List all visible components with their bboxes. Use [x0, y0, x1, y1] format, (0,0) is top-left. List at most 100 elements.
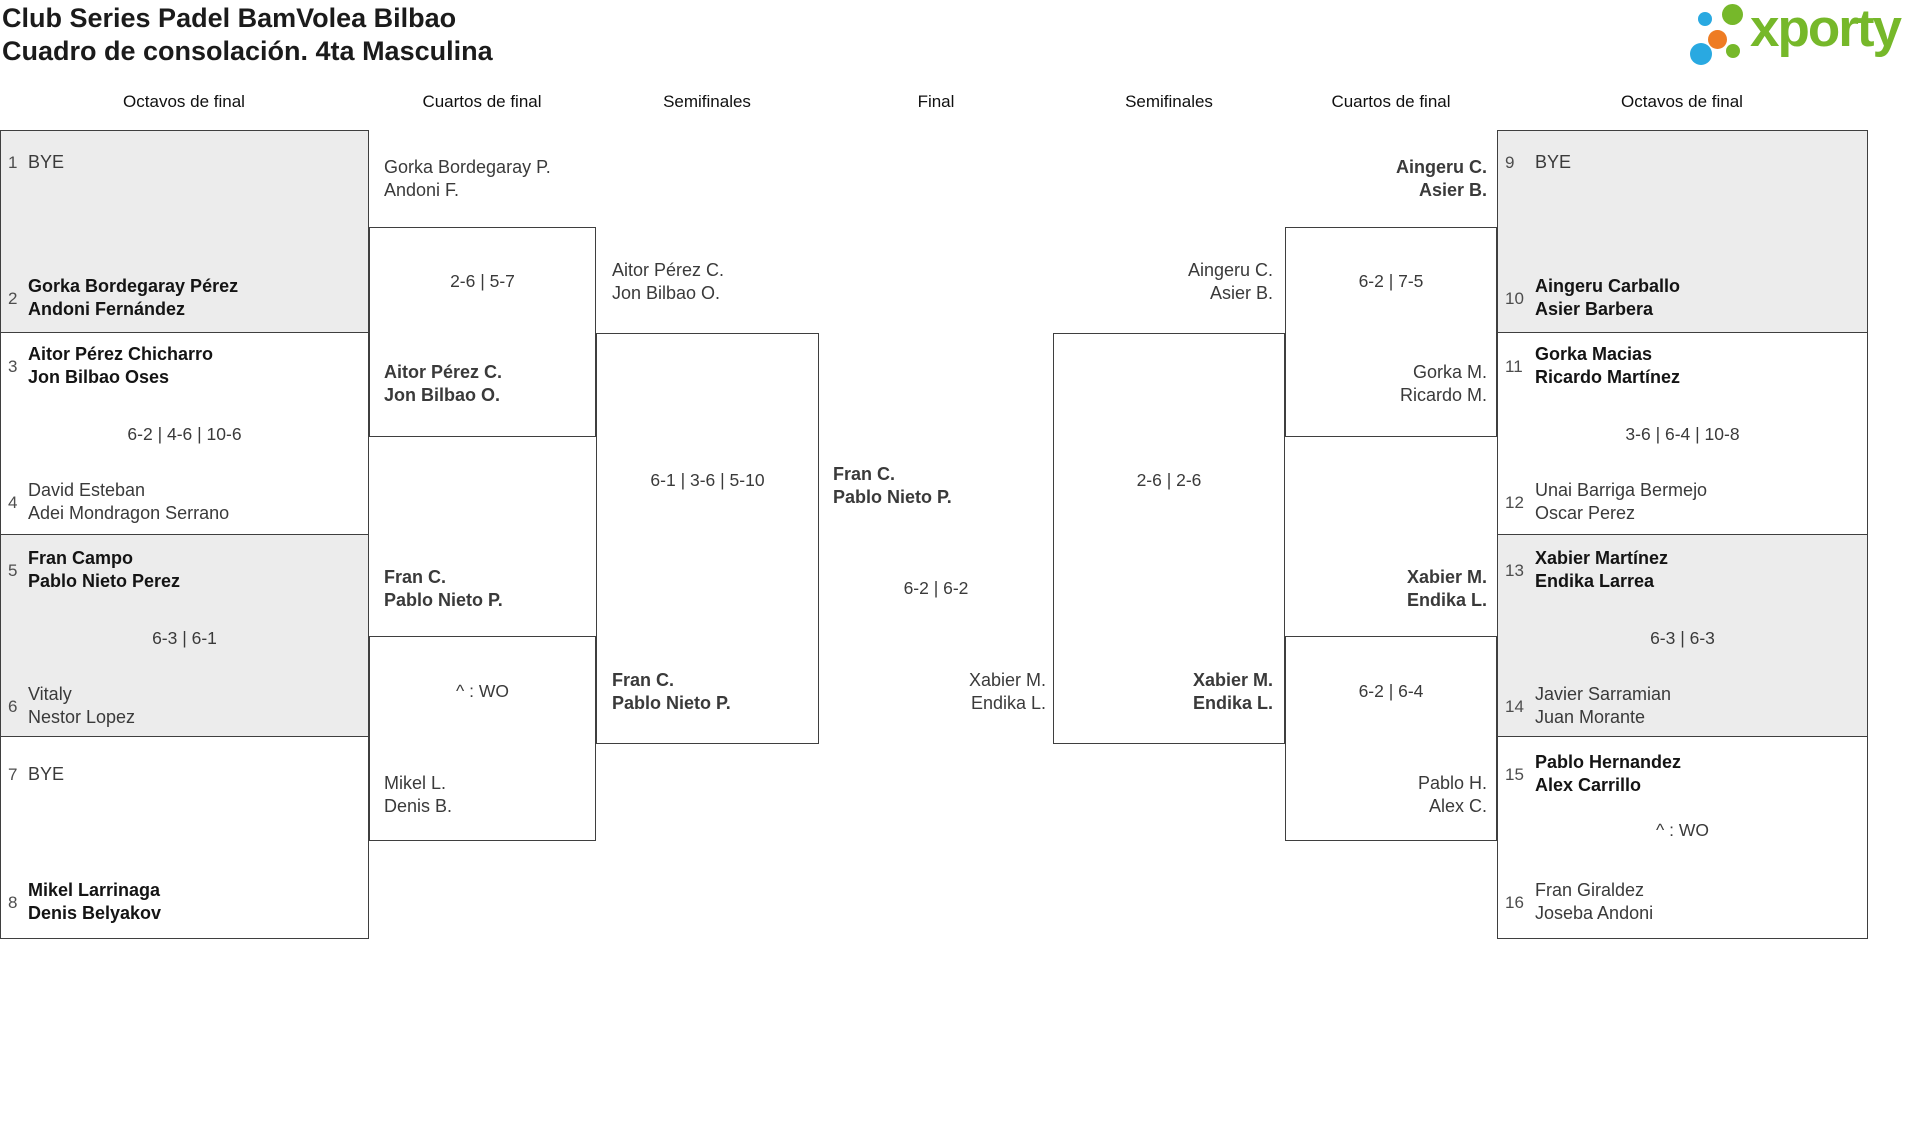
seed-number: 9: [1505, 153, 1515, 172]
round-header-cuartos-right: Cuartos de final: [1331, 92, 1451, 111]
match-score-octavos-left-2: 6-2 | 4-6 | 10-6: [127, 424, 242, 444]
player-name: Aingeru C.: [1395, 157, 1487, 177]
logo-dot-blue-small-icon: [1698, 12, 1712, 26]
player-name: Nestor Lopez: [28, 707, 136, 727]
player-name: Pablo H.: [1417, 773, 1487, 793]
seed-number: 4: [8, 492, 18, 512]
xporty-logo[interactable]: xporty: [1686, 0, 1918, 72]
player-name: Xabier M.: [968, 670, 1046, 690]
team-names: BYE: [1535, 151, 1571, 174]
cuartos-right-top-team2: Gorka M. Ricardo M.: [1237, 361, 1487, 407]
player-name: Aingeru Carballo: [1535, 276, 1681, 296]
player-name: Alex C.: [1428, 796, 1487, 816]
player-name: Ricardo M.: [1399, 385, 1487, 405]
player-name: Aitor Pérez C.: [384, 362, 503, 382]
cuartos-right-bottom-team2: Pablo H. Alex C.: [1237, 772, 1487, 818]
match-score-octavos-left-3: 6-3 | 6-1: [152, 628, 217, 648]
round-header-octavos-left: Octavos de final: [123, 92, 245, 111]
seed-number: 5: [8, 560, 18, 580]
semifinal-right-team1: Aingeru C. Asier B.: [1023, 259, 1273, 305]
player-name: Vitaly: [28, 684, 72, 704]
player-name: Denis B.: [384, 796, 453, 816]
player-name: Alex Carrillo: [1535, 775, 1642, 795]
logo-dot-green-small-icon: [1726, 44, 1740, 58]
match-box-semifinal-left: [596, 333, 819, 744]
match-score-semifinal-right: 2-6 | 2-6: [1136, 470, 1202, 490]
player-name: BYE: [28, 764, 65, 784]
player-name: Andoni F.: [384, 180, 460, 200]
seed-number: 15: [1505, 764, 1524, 784]
final-winner: Fran C. Pablo Nieto P.: [833, 463, 952, 509]
player-name: Pablo Hernandez: [1535, 752, 1682, 772]
player-name: Javier Sarramian: [1535, 684, 1672, 704]
player-name: Endika L.: [1406, 590, 1487, 610]
seed-row-7: 7 BYE: [8, 763, 64, 786]
cuartos-right-bottom-team1: Xabier M. Endika L.: [1237, 566, 1487, 612]
match-score-octavos-right-3: 6-3 | 6-3: [1650, 628, 1715, 648]
player-name: Mikel Larrinaga: [28, 880, 161, 900]
cuartos-left-top-team1: Gorka Bordegaray P. Andoni F.: [384, 156, 551, 202]
semifinal-left-winner: Fran C. Pablo Nieto P.: [612, 669, 731, 715]
seed-number: 8: [8, 892, 18, 912]
match-box-cuartos-right-bottom: [1285, 636, 1497, 841]
semifinal-left-team1: Aitor Pérez C. Jon Bilbao O.: [612, 259, 724, 305]
player-name: BYE: [28, 152, 65, 172]
player-name: Oscar Perez: [1535, 503, 1636, 523]
round-header-semis-left: Semifinales: [663, 92, 751, 111]
match-score-octavos-right-2: 3-6 | 6-4 | 10-8: [1625, 424, 1740, 444]
round-header-octavos-right: Octavos de final: [1621, 92, 1743, 111]
seed-number: 12: [1505, 492, 1524, 512]
seed-number: 2: [8, 288, 18, 308]
match-box-cuartos-left-top: [369, 227, 596, 437]
logo-dot-green-large-icon: [1722, 4, 1743, 25]
match-score-cuartos-left-top: 2-6 | 5-7: [450, 271, 515, 291]
round-header-semis-right: Semifinales: [1125, 92, 1213, 111]
match-score-octavos-right-4: ^ : WO: [1656, 820, 1709, 840]
player-name: Ricardo Martínez: [1535, 367, 1681, 387]
match-score-cuartos-left-bottom: ^ : WO: [456, 681, 509, 701]
seed-number: 7: [8, 765, 18, 784]
player-name: Jon Bilbao O.: [612, 283, 721, 303]
player-name: Mikel L.: [384, 773, 447, 793]
match-box-semifinal-right: [1053, 333, 1285, 744]
final-runner-up: Xabier M. Endika L.: [796, 669, 1046, 715]
seed-number: 3: [8, 356, 18, 376]
player-name: Unai Barriga Bermejo: [1535, 480, 1708, 500]
player-name: Fran C.: [612, 670, 675, 690]
player-name: Aitor Pérez Chicharro: [28, 344, 214, 364]
player-name: Xabier M.: [1192, 670, 1273, 690]
player-name: Gorka Macias: [1535, 344, 1653, 364]
seed-row-1: 1 BYE: [8, 151, 64, 174]
player-name: Endika Larrea: [1535, 571, 1655, 591]
player-name: Asier B.: [1418, 180, 1487, 200]
player-name: Fran Campo: [28, 548, 134, 568]
cuartos-right-top-team1: Aingeru C. Asier B.: [1237, 156, 1487, 202]
seed-number: 11: [1505, 356, 1523, 376]
player-name: Pablo Nieto P.: [833, 487, 952, 507]
tournament-name: Club Series Padel BamVolea Bilbao: [2, 3, 457, 33]
match-score-semifinal-left: 6-1 | 3-6 | 5-10: [650, 470, 765, 490]
match-box-octavos-left-4: [0, 736, 369, 939]
player-name: Denis Belyakov: [28, 903, 162, 923]
logo-dot-blue-large-icon: [1690, 43, 1712, 65]
player-name: Gorka Bordegaray P.: [384, 157, 551, 177]
seed-number: 10: [1505, 288, 1524, 308]
seed-number: 14: [1505, 696, 1524, 716]
bracket-subtitle: Cuadro de consolación. 4ta Masculina: [2, 36, 493, 66]
player-name: Fran C.: [833, 464, 896, 484]
player-name: Pablo Nieto P.: [384, 590, 503, 610]
